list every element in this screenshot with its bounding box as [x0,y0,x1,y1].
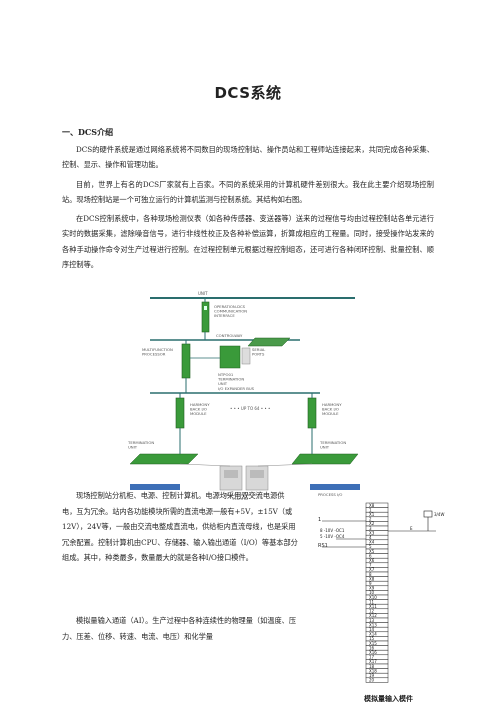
terminal-row-label: 7 [369,563,372,568]
terminal-row-label: 5 [369,544,372,549]
analog-input-module-diagram: X81X12X23X34X45X56X67X78X89X910X1011X111… [318,502,444,702]
terminal-row-label: X6 [369,558,375,563]
label-process-io: PROCESS I/O [318,492,342,497]
terminal-row-label: X13 [369,622,377,627]
label-io-expander: I/O EXPANDER BUS [218,386,255,391]
terminal-row-label: X16 [369,650,377,655]
terminal-row-label: 10 [369,590,375,595]
terminal-row-label: X5 [369,549,375,554]
process-io-left [130,484,180,490]
terminal-row-label: 9 [369,581,372,586]
termination-board [219,345,251,369]
paragraph-4: 现场控制站分机柜、电源、控制计算机。电源均采用双交流电源供电，互为冗余。站内各功… [62,491,298,563]
label-unit: UNIT [198,291,208,296]
comm-interface-card [201,301,210,333]
process-io-right [310,484,360,490]
terminal-row-label: 4 [369,535,372,540]
harmony-module-left [175,397,185,429]
terminal-row-label: 6 [369,553,372,558]
mfp-card [181,343,191,379]
terminal-row-label: 14 [369,627,375,632]
terminal-row-label: X4 [369,540,375,545]
terminal-row-label: 8 [369,572,372,577]
terminal-row-label: 2 [369,517,372,522]
terminal-row-label: 20 [369,678,375,683]
terminal-row-label: 3 [369,526,372,531]
terminal-row-label: 12 [369,609,375,614]
terminal-row-label: X11 [369,604,377,609]
terminal-row [365,677,389,683]
terminal-row-label: X14 [369,632,377,637]
terminal-row-label: X12 [369,613,377,618]
terminal-row-label: X17 [369,659,377,664]
paragraph-2: 目前，世界上有名的DCS厂家就有上百家。不同的系统采用的计算机硬件差别很大。我在… [62,180,434,205]
termination-unit-right [291,453,359,465]
terminal-row-label: X9 [369,586,375,591]
terminal-row-label: X15 [369,641,377,646]
analog-control-station [219,465,269,491]
terminal-row-label: X18 [369,668,377,673]
section-heading: 一、DCS介绍 [62,127,114,137]
terminal-row-label: 15 [369,636,375,641]
terminal-row-label: X2 [369,521,375,526]
label-up-to: • • • UP TO 64 • • • [230,406,270,411]
serial-ports-board [247,337,291,347]
terminal-row-label: 11 [369,599,375,604]
terminal-row-label: 16 [369,645,375,650]
label-controlway: CONTROLWAY [216,333,243,338]
terminal-row-label: 19 [369,673,375,678]
terminal-row-label: X3 [369,530,375,535]
io-caption: 模拟量输入模件 [364,694,413,702]
io-left-label-4: RS1 [318,543,328,549]
harmony-module-right [307,397,317,429]
terminal-row-label: X10 [369,595,377,600]
terminal-block: X81X12X23X34X45X56X67X78X89X910X1011X111… [365,502,389,683]
terminal-row-label: X8 [369,503,375,508]
terminal-row-label: 13 [369,618,375,623]
terminal-row-label: X7 [369,567,375,572]
terminal-row-label: X8 [369,576,375,581]
terminal-row-label: X1 [369,512,375,517]
paragraph-3: 在DCS控制系统中，各种现场检测仪表（如各种传感器、变送器等）送来的过程信号均由… [62,214,434,270]
io-right-label-2: E [410,526,413,531]
paragraph-5: 模拟量输入通道（AI）。生产过程中各种连续性的物理量（如温度、压力、压差、位移、… [62,616,297,641]
terminal-row-label: 1 [369,507,372,512]
terminal-row-label: 18 [369,664,375,669]
document-title: DCS系统 [214,84,282,102]
io-left-label-2: 8 -10V -OC1 [320,528,345,533]
terminal-row-label: 17 [369,655,375,660]
termination-unit-left [129,453,199,465]
io-right-label-1: 3/4W [434,512,444,517]
paragraph-1: DCS的硬件系统是通过网络系统将不同数目的现场控制站、操作员站和工程师站连接起来… [62,145,434,170]
io-left-label-3: 5 -10V -OC4 [320,534,345,539]
io-left-label-1: 1 [318,517,321,523]
io-terminal-box [423,510,433,518]
